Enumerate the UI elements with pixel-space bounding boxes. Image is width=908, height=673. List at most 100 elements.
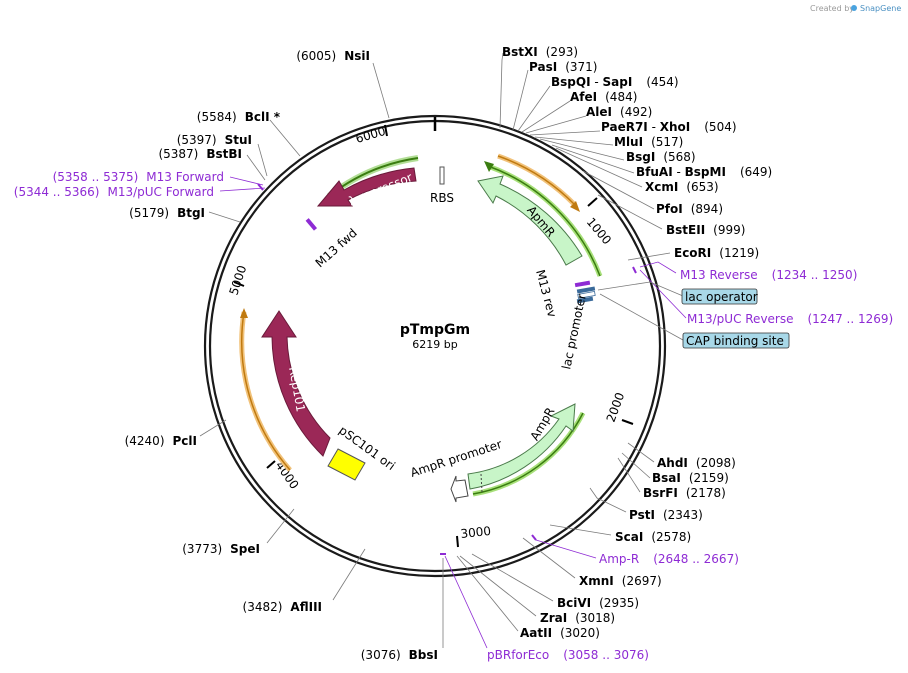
svg-text:EcoRI(1219): EcoRI(1219): [674, 246, 759, 260]
site-pos: (894): [691, 202, 723, 216]
site-btgi[interactable]: (5179)BtgI: [129, 206, 241, 223]
tick-label-6000: 6000: [354, 124, 387, 146]
primer-m13-reverse[interactable]: M13 Reverse (1234 .. 1250): [632, 261, 857, 282]
svg-text:BstEII(999): BstEII (999): [666, 223, 745, 237]
site-name: XcmI: [645, 180, 678, 194]
site-scai[interactable]: ScaI(2578): [549, 524, 691, 544]
primer-name: M13 Reverse: [680, 268, 758, 282]
site-name: BstBI: [206, 147, 242, 161]
site-bsai[interactable]: BsaI(2159): [621, 452, 729, 485]
lambda-repressor-feature: λ repressor: [316, 155, 419, 208]
lac-region-marks: [574, 280, 596, 304]
site-paer7i[interactable]: PaeR7I - XhoI(504): [529, 120, 737, 136]
site-name: BfuAI: [636, 165, 673, 179]
site-name: NsiI: [344, 49, 370, 63]
site-pos: (2935): [599, 596, 639, 610]
site-bspqi[interactable]: BspQI - SapI(454): [517, 75, 679, 132]
site-zrai[interactable]: ZraI (3018): [459, 555, 615, 625]
site-bbsi[interactable]: (3076)BbsI: [361, 558, 444, 662]
site-name: BstEII: [666, 223, 705, 237]
site-bsrfi[interactable]: BsrFI (2178): [617, 457, 726, 500]
site-xcmi[interactable]: XcmI(653): [555, 147, 719, 194]
site-pos: (484): [605, 90, 637, 104]
site-bfuai[interactable]: BfuAI - BspMI(649): [551, 144, 772, 179]
svg-text:BciVI(2935): BciVI (2935): [557, 596, 639, 610]
lac-promoter-label: lac promoter: [559, 293, 589, 371]
svg-text:BstXI(293): BstXI(293): [502, 45, 578, 59]
svg-text:BfuAI - BspMI(649): BfuAI - BspMI(649): [636, 165, 772, 179]
rep101-feature: Rep101: [239, 308, 331, 472]
site-name: BspQI: [551, 75, 591, 89]
site-name: AatII: [520, 626, 552, 640]
primer-m13puc-reverse[interactable]: M13/pUC Reverse(1247 .. 1269): [639, 269, 893, 326]
site-pos: (2343): [663, 508, 703, 522]
site-pos: (999): [713, 223, 745, 237]
cap-binding-site-box[interactable]: CAP binding site: [599, 293, 790, 349]
site-pos: (568): [663, 150, 695, 164]
site-aatii[interactable]: AatII(3020): [456, 555, 600, 640]
site-name: BclI *: [245, 110, 281, 124]
svg-text:(6005)NsiI: (6005) NsiI: [296, 49, 370, 63]
site-pos: (6005): [296, 49, 336, 63]
site-name: XmnI: [579, 574, 614, 588]
site-bstxi[interactable]: BstXI(293): [499, 45, 578, 129]
site-name: PfoI: [656, 202, 683, 216]
site-pcli[interactable]: (4240)PclI: [125, 419, 227, 448]
site-stui[interactable]: (5397)StuI: [177, 133, 268, 177]
site-pos: (2178): [686, 486, 726, 500]
site-spei[interactable]: (3773)SpeI: [182, 508, 295, 556]
site-afei[interactable]: AfeI (484): [521, 90, 637, 133]
site-bstbi[interactable]: (5387)BstBI: [158, 147, 266, 181]
site-pos: (3018): [575, 611, 615, 625]
primer-m13puc-forward[interactable]: (5344 .. 5366)M13/pUC Forward: [14, 185, 266, 199]
site-pos: (371): [565, 60, 597, 74]
site-ecori[interactable]: EcoRI(1219): [627, 246, 759, 261]
site-pasi[interactable]: PasI(371): [512, 60, 597, 131]
primer-m13-forward[interactable]: (5358 .. 5375)M13 Forward: [53, 170, 264, 191]
site-pos: (4240): [125, 434, 165, 448]
primer-name: M13 Forward: [146, 170, 224, 184]
site-name: BbsI: [409, 648, 438, 662]
site-pos: (2578): [651, 530, 691, 544]
tick-label-2000: 2000: [604, 391, 628, 424]
site-name: BsgI: [626, 150, 655, 164]
primer-pos: (2648 .. 2667): [653, 552, 739, 566]
svg-text:MluI(517): MluI(517): [614, 135, 683, 149]
site-alei[interactable]: AleI(492): [525, 105, 652, 134]
primer-amp-r[interactable]: Amp-R(2648 .. 2667): [531, 534, 739, 566]
site-name: BciVI: [557, 596, 591, 610]
svg-text:(5584)BclI *: (5584) BclI *: [197, 110, 281, 124]
site-pfoi[interactable]: PfoI (894): [582, 170, 723, 216]
site-psti[interactable]: PstI(2343): [589, 487, 703, 522]
site-pos: (293): [546, 45, 578, 59]
svg-text:M13 Reverse(1234 .. 1250): M13 Reverse (1234 .. 1250): [680, 268, 857, 282]
site-bcivi[interactable]: BciVI (2935): [471, 553, 639, 610]
site-afliii[interactable]: (3482)AflIII: [243, 548, 366, 614]
primer-pos: (1234 .. 1250): [772, 268, 858, 282]
svg-text:(4240)PclI: (4240)PclI: [125, 434, 197, 448]
svg-text:AhdI(2098): AhdI(2098): [657, 456, 736, 470]
site-name: ZraI: [540, 611, 567, 625]
site-name: AfeI: [570, 90, 597, 104]
site-pos: (1219): [719, 246, 759, 260]
credit-text: Created by: [810, 4, 854, 13]
primer-pbrforeco[interactable]: pBRforEco(3058 .. 3076): [440, 553, 649, 662]
site-pos: (5584): [197, 110, 237, 124]
site-pos: (517): [651, 135, 683, 149]
site-bsgi[interactable]: BsgI (568): [539, 138, 696, 164]
site-mlui[interactable]: MluI(517): [534, 135, 683, 149]
site-nsii[interactable]: (6005) NsiI: [296, 49, 390, 119]
site-name: BsrFI: [643, 486, 678, 500]
site-bsteii[interactable]: BstEII (999): [597, 194, 745, 237]
site-pos: (454): [646, 75, 678, 89]
site-bcli[interactable]: (5584) BclI *: [197, 110, 301, 157]
site-name-2: SapI: [603, 75, 633, 89]
svg-text:BspQI - SapI(454): BspQI - SapI(454): [551, 75, 679, 89]
lac-operator-box[interactable]: lac operator: [597, 281, 758, 305]
site-pos: (2697): [622, 574, 662, 588]
site-xmni[interactable]: XmnI (2697): [522, 537, 662, 588]
primer-name: pBRforEco: [487, 648, 549, 662]
site-ahdi[interactable]: AhdI(2098): [627, 442, 736, 470]
psc101-ori-feature: pSC101 ori: [327, 423, 398, 481]
